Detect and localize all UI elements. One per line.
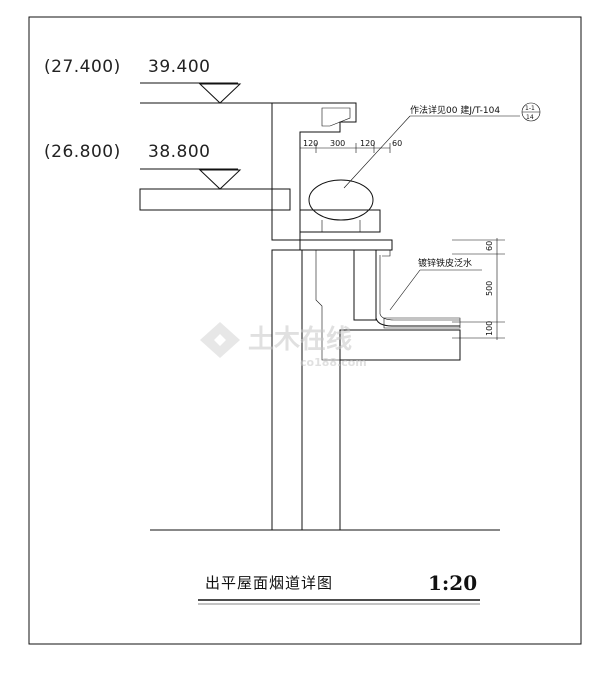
roof-deck-right [339, 329, 461, 361]
chimney-cap [299, 209, 381, 233]
insulation-layer [383, 317, 461, 329]
parapet-hatch [321, 107, 351, 127]
roof-vent-cowl [308, 179, 374, 221]
flashing-inner [379, 255, 460, 321]
watermark-url: co188.com [300, 356, 367, 369]
left-wall [271, 249, 303, 531]
watermark-logo-icon [200, 322, 240, 358]
watermark-text: 土木在线 [248, 325, 352, 355]
chimney-wall-right [353, 249, 377, 321]
flashing-note: 镀锌铁皮泛水 [418, 257, 472, 269]
flashing-leader [389, 269, 421, 311]
dim-300: 300 [330, 139, 345, 148]
cap-plate [299, 239, 393, 251]
flashing-cap [382, 249, 391, 257]
roof-slab-lower [139, 188, 291, 211]
drawing-frame [28, 16, 582, 645]
drawing-scale: 1:20 [428, 571, 477, 595]
drawing-title: 出平屋面烟道详图 [205, 574, 333, 592]
detail-ref-top: 1-1 [525, 105, 535, 112]
parapet-slab [271, 102, 357, 241]
elevation-structural-1: (27.400) [44, 57, 121, 77]
side-dim-500: 500 [485, 281, 494, 296]
dim-60: 60 [392, 139, 402, 148]
dim-120-right: 120 [360, 139, 375, 148]
elevation-marker-2 [198, 169, 242, 190]
elevation-architectural-1: 39.400 [148, 57, 210, 77]
callout-leader [343, 115, 411, 189]
detail-ref-bottom: 14 [526, 114, 534, 121]
elevation-marker-1 [198, 83, 242, 104]
side-dim-60: 60 [485, 241, 494, 251]
flashing-outer [375, 255, 460, 327]
dim-120-left: 120 [303, 139, 318, 148]
elevation-architectural-2: 38.800 [148, 142, 210, 162]
elevation-structural-2: (26.800) [44, 142, 121, 162]
side-dim-100: 100 [485, 321, 494, 336]
flue-inner-profile [315, 250, 340, 361]
callout-note: 作法详见00 建J/T-104 [410, 104, 500, 116]
